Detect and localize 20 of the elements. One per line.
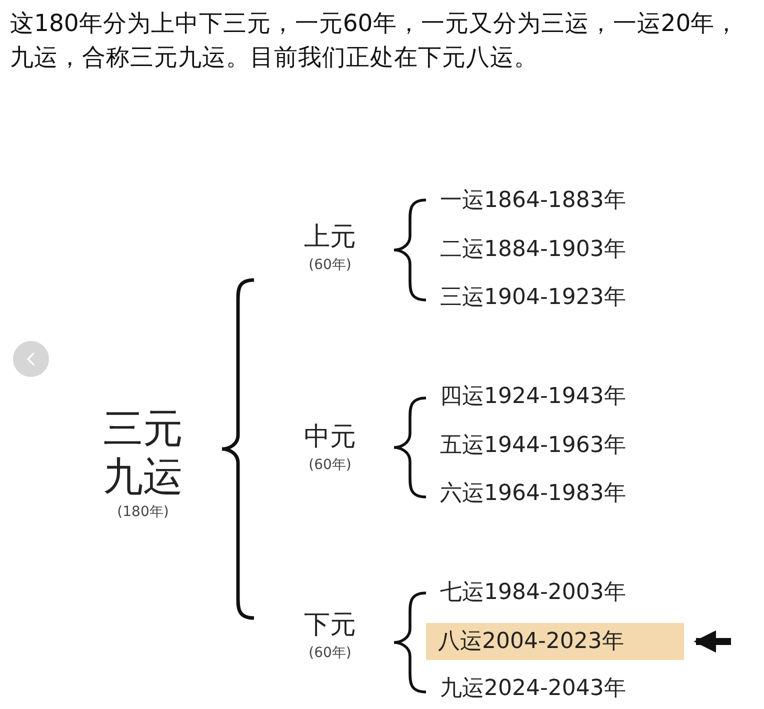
period-label: 八运2004-2023年 bbox=[438, 628, 624, 656]
years-note: (60年) bbox=[308, 644, 352, 663]
period-label: 一运1864-1883年 bbox=[440, 187, 626, 215]
years-note: (180年) bbox=[117, 503, 169, 522]
group-label: 中元 bbox=[304, 421, 356, 454]
group-label: 下元 bbox=[304, 609, 356, 642]
period-label: 五运1944-1963年 bbox=[440, 432, 626, 460]
root-label: 三元九运 bbox=[102, 405, 184, 501]
group-label: 上元 bbox=[304, 221, 356, 254]
period-label: 六运1964-1983年 bbox=[440, 480, 626, 508]
intro-paragraph: 这180年分为上中下三元，一元60年，一元又分为三运，一运20年，九运，合称三元九运。目前我们正处在下元八运。 bbox=[10, 8, 740, 73]
highlighted-period bbox=[426, 623, 684, 660]
arrow bbox=[694, 630, 731, 653]
years-note: (60年) bbox=[308, 456, 352, 475]
period-label: 三运1904-1923年 bbox=[440, 284, 626, 312]
years-note: (60年) bbox=[308, 256, 352, 275]
period-label: 七运1984-2003年 bbox=[440, 579, 626, 607]
period-label: 九运2024-2043年 bbox=[440, 675, 626, 703]
period-label: 四运1924-1943年 bbox=[440, 383, 626, 411]
period-label: 二运1884-1903年 bbox=[440, 236, 626, 264]
